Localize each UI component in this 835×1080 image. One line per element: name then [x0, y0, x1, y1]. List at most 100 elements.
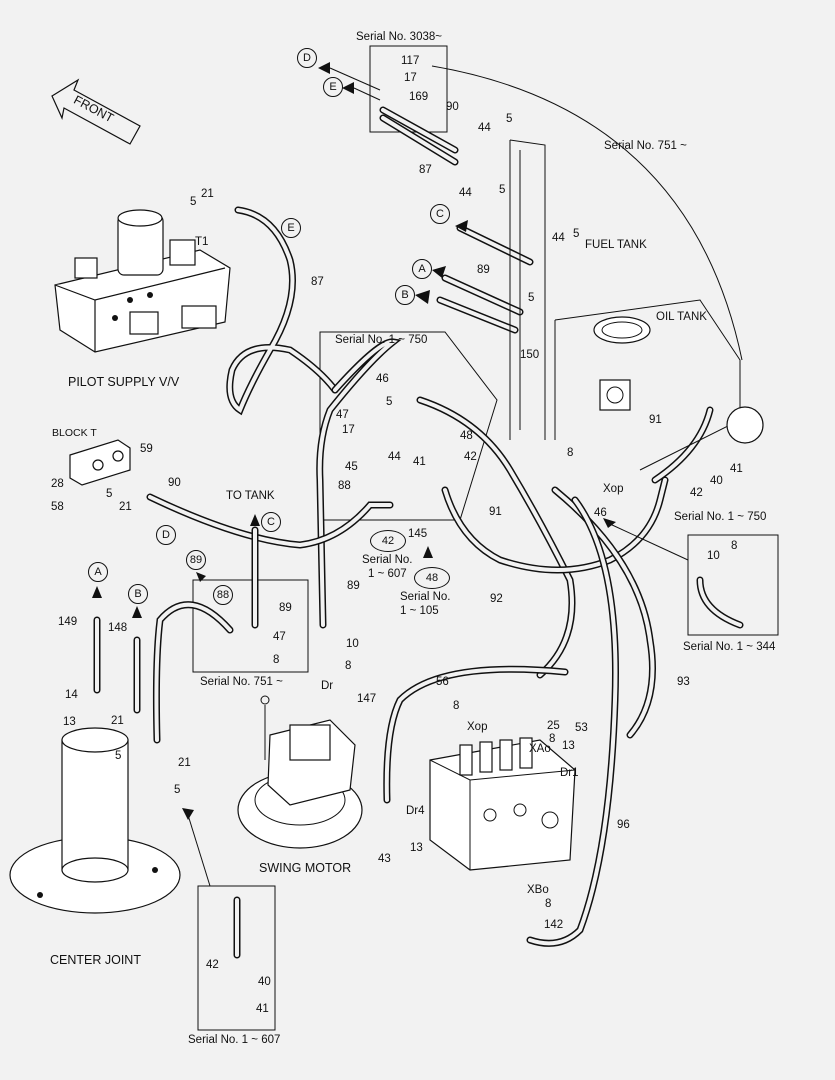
oval-48: 48 — [414, 567, 450, 589]
port-xop-right-label: Xop — [603, 483, 624, 495]
part-90-block: 90 — [168, 477, 181, 489]
part-90-top: 90 — [446, 101, 459, 113]
part-89-box: 89 — [279, 602, 292, 614]
part-8-right: 8 — [567, 447, 574, 459]
port-dr-label: Dr — [321, 680, 334, 692]
part-147: 147 — [357, 693, 377, 705]
part-53: 53 — [575, 722, 588, 734]
port-dr1-label: Dr1 — [560, 767, 579, 779]
part-150: 150 — [520, 349, 540, 361]
part-149: 149 — [58, 616, 78, 628]
part-89-mid: 89 — [347, 580, 360, 592]
part-91-mid: 91 — [489, 506, 502, 518]
serial-1-750-right-label: Serial No. 1 ~ 750 — [674, 511, 767, 523]
block-t — [69, 439, 131, 486]
part-92: 92 — [490, 593, 503, 605]
fuel-tank-label: FUEL TANK — [585, 239, 647, 251]
center-joint — [9, 727, 181, 914]
part-8-motor: 8 — [345, 660, 352, 672]
fuel-tank — [509, 139, 546, 440]
part-13-dr4: 13 — [410, 842, 423, 854]
port-t1-label: T1 — [195, 236, 209, 248]
part-21-cj-a: 21 — [111, 715, 124, 727]
serial-1-607-bottom-label: Serial No. 1 ~ 607 — [188, 1034, 281, 1046]
part-93: 93 — [677, 676, 690, 688]
part-58: 58 — [51, 501, 64, 513]
port-dr4-label: Dr4 — [406, 805, 425, 817]
oil-tank-label: OIL TANK — [656, 311, 707, 323]
front-arrow — [51, 78, 141, 145]
part-47-mid: 47 — [336, 409, 349, 421]
serial-1-105-label-b: 1 ~ 105 — [400, 605, 439, 617]
circle-d-top: D — [297, 48, 317, 68]
serial-1-607-box — [197, 885, 276, 1031]
part-25: 25 — [547, 720, 560, 732]
part-46-right: 46 — [594, 507, 607, 519]
part-41-mid: 41 — [413, 456, 426, 468]
part-5-cj-b: 5 — [174, 784, 181, 796]
serial-1-607-label-a: Serial No. — [362, 554, 413, 566]
part-148: 148 — [108, 622, 128, 634]
part-40-bottom: 40 — [258, 976, 271, 988]
part-117: 117 — [401, 55, 420, 67]
part-45: 45 — [345, 461, 358, 473]
serial-1-105-label-a: Serial No. — [400, 591, 451, 603]
part-89-c: 89 — [477, 264, 490, 276]
serial-3038-label: Serial No. 3038~ — [356, 31, 442, 43]
part-56: 56 — [436, 676, 449, 688]
part-59: 59 — [140, 443, 153, 455]
part-87-top: 87 — [419, 164, 432, 176]
part-5-d: 5 — [528, 292, 535, 304]
pilot-supply-valve — [54, 209, 231, 353]
part-5-block: 5 — [106, 488, 113, 500]
part-91-tank: 91 — [649, 414, 662, 426]
part-21-pilot: 21 — [201, 188, 214, 200]
circle-89: 89 — [186, 550, 206, 570]
swing-motor — [237, 695, 363, 849]
serial-1-607-label-b: 1 ~ 607 — [368, 568, 407, 580]
part-43: 43 — [378, 853, 391, 865]
port-xbo-label: XBo — [527, 884, 549, 896]
part-17-mid: 17 — [342, 424, 355, 436]
control-valve — [429, 737, 576, 871]
part-5-pilot: 5 — [190, 196, 197, 208]
port-xao-label: XAo — [529, 743, 551, 755]
oval-42: 42 — [370, 530, 406, 552]
part-14: 14 — [65, 689, 78, 701]
part-88-mid: 88 — [338, 480, 351, 492]
serial-1-344-box — [687, 534, 779, 636]
part-21-cj-b: 21 — [178, 757, 191, 769]
part-10-motor: 10 — [346, 638, 359, 650]
part-13-valve: 13 — [562, 740, 575, 752]
circle-b-cj: B — [128, 584, 148, 604]
center-joint-label: CENTER JOINT — [50, 953, 141, 967]
part-46-mid: 46 — [376, 373, 389, 385]
serial-751-top-label: Serial No. 751 ~ — [604, 140, 687, 152]
part-42-bottom: 42 — [206, 959, 219, 971]
part-48-mid: 48 — [460, 430, 473, 442]
part-5-c: 5 — [573, 228, 580, 240]
assembly-arc — [431, 65, 743, 361]
circle-e-left: E — [281, 218, 301, 238]
circle-b-mid: B — [395, 285, 415, 305]
swing-motor-label: SWING MOTOR — [259, 861, 352, 875]
part-40-tank: 40 — [710, 475, 723, 487]
pilot-supply-label: PILOT SUPPLY V/V — [68, 375, 180, 389]
arrows — [92, 62, 689, 887]
circle-c-tank: C — [261, 512, 281, 532]
part-41-tank: 41 — [730, 463, 743, 475]
serial-751-box — [192, 579, 309, 673]
part-44-a: 44 — [478, 122, 491, 134]
part-142: 142 — [544, 919, 564, 931]
part-5-cj-a: 5 — [115, 750, 122, 762]
circle-a-mid: A — [412, 259, 432, 279]
part-44-mid: 44 — [388, 451, 401, 463]
port-xop-valve-label: Xop — [467, 721, 488, 733]
block-t-label: BLOCK T — [52, 427, 97, 439]
part-42-tank: 42 — [690, 487, 703, 499]
part-41-bottom: 41 — [256, 1003, 269, 1015]
hoses — [93, 106, 744, 959]
circle-c-mid: C — [430, 204, 450, 224]
to-tank-label: TO TANK — [226, 490, 275, 502]
